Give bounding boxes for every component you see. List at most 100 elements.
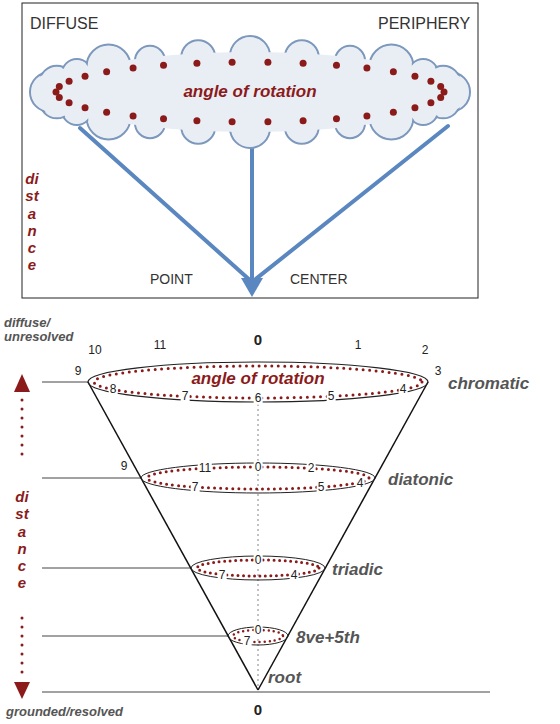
- ring-dot: [333, 62, 340, 69]
- cloud-fill: [88, 97, 129, 138]
- cloud-fill: [428, 67, 459, 98]
- ring-dot: [193, 117, 200, 124]
- ring-dot: [160, 62, 167, 69]
- pole-label: POINT: [150, 272, 193, 287]
- cloud-fill: [183, 111, 214, 142]
- cloud-region: angle of rotation: [26, 42, 474, 142]
- scale-degree-number: 5: [317, 481, 326, 494]
- level-line: [42, 382, 88, 383]
- level-line: [42, 636, 228, 637]
- ring-dot: [363, 112, 370, 119]
- cone-side: [258, 382, 428, 690]
- scale-degree-number: 6: [254, 392, 263, 405]
- pole-label: grounded/resolved: [6, 705, 123, 719]
- ring-dot: [390, 68, 397, 75]
- scale-degree-number: 10: [87, 344, 102, 357]
- cloud-fill: [137, 110, 164, 137]
- converging-arrows: [80, 126, 448, 282]
- scale-degree-number: 0: [254, 461, 263, 474]
- scale-degree-number: 0: [254, 554, 263, 567]
- ring-dot: [66, 99, 73, 106]
- level-label: 8ve+5th: [296, 629, 360, 648]
- ring-dot: [56, 83, 63, 90]
- ground-line: [42, 692, 490, 693]
- scale-degree-number: 9: [74, 365, 83, 378]
- scale-degree-number: 7: [191, 481, 200, 494]
- ring-dot: [82, 73, 89, 80]
- cloud-fill: [286, 42, 317, 73]
- ring-dot: [437, 83, 444, 90]
- scale-degree-number: 11: [198, 462, 212, 475]
- scale-degree-number: 2: [421, 344, 430, 357]
- panel-frame: [22, 3, 478, 298]
- scale-degree-number: 9: [120, 460, 129, 473]
- scale-degree-number: 4: [356, 477, 365, 490]
- ring-dot: [390, 109, 397, 116]
- ring-dot: [264, 59, 271, 66]
- scale-degree-number: 7: [218, 569, 227, 582]
- axis-label: distance: [15, 488, 30, 592]
- scale-degree-number: 0: [254, 624, 263, 637]
- ring-dot: [300, 60, 307, 67]
- level-label: diatonic: [388, 471, 453, 490]
- cloud-fill: [337, 110, 364, 137]
- ring-dot: [229, 118, 236, 125]
- scale-degree-number: 4: [290, 569, 299, 582]
- axis-dots: [21, 618, 24, 676]
- level-line: [42, 568, 191, 569]
- node-text: angle of rotation: [183, 83, 316, 102]
- cloud-fill: [232, 110, 269, 147]
- scale-degree-number: 5: [327, 390, 336, 403]
- ring-dot: [427, 99, 434, 106]
- cloud-fill: [88, 46, 129, 87]
- ring-dot: [411, 104, 418, 111]
- arrow-shaft: [250, 128, 254, 282]
- ring-dot: [229, 59, 236, 66]
- cloud-fill: [183, 42, 214, 73]
- scale-degree-number: 11: [153, 339, 167, 352]
- ring-dot: [300, 117, 307, 124]
- axis-dots: [21, 400, 24, 462]
- ring-dot: [66, 78, 73, 85]
- ring-dot: [411, 73, 418, 80]
- scale-degree-number: 7: [181, 390, 190, 403]
- cone-side: [88, 382, 258, 690]
- cloud-fill: [371, 46, 412, 87]
- ring-dot: [130, 65, 137, 72]
- ring-dot: [437, 94, 444, 101]
- ring-dot: [193, 60, 200, 67]
- pole-label: diffuse/ unresolved: [4, 316, 84, 345]
- cloud-fill: [63, 61, 90, 88]
- cloud-fill: [286, 111, 317, 142]
- arrow-shaft: [252, 126, 448, 282]
- axis-arrow-head: [14, 682, 30, 699]
- cloud-fill: [137, 47, 164, 74]
- node-text: angle of rotation: [191, 370, 324, 389]
- scale-degree-number: 0: [253, 332, 263, 348]
- scale-degree-number: 3: [434, 365, 443, 378]
- ring-dot: [103, 68, 110, 75]
- arrow-shaft: [80, 128, 252, 282]
- pole-label: CENTER: [290, 272, 348, 287]
- cloud-fill: [410, 97, 437, 124]
- arrow-head: [241, 278, 263, 297]
- cloud-bumps: [30, 36, 470, 148]
- dot-ring: [53, 59, 448, 126]
- scale-degree-number: 4: [399, 383, 408, 396]
- cloud-fill: [32, 38, 469, 147]
- axis-arrow-head: [14, 374, 30, 392]
- ring-dot: [363, 65, 370, 72]
- cloud-fill: [232, 38, 269, 75]
- scale-degree-number: 8: [109, 383, 118, 396]
- scale-degree-number: 2: [307, 462, 316, 475]
- ring-dot: [130, 112, 137, 119]
- ring-dot: [82, 104, 89, 111]
- scale-degree-number: 0: [253, 702, 263, 718]
- pole-label: DIFFUSE: [30, 15, 98, 33]
- cloud-fill: [337, 47, 364, 74]
- ring-dot: [333, 115, 340, 122]
- level-label: chromatic: [448, 375, 529, 394]
- scale-degree-number: 1: [354, 339, 363, 352]
- cloud-fill: [371, 97, 412, 138]
